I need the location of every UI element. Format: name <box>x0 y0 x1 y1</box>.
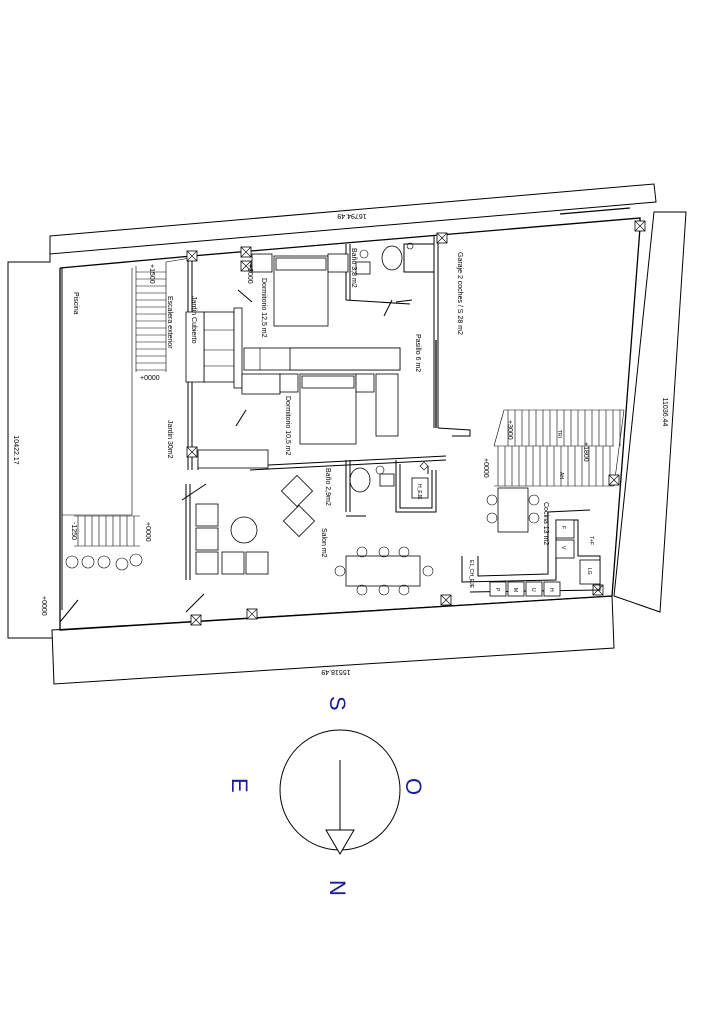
label-f: F <box>560 526 566 529</box>
level-1800: +1800 <box>582 442 589 462</box>
label-v: V <box>560 546 566 550</box>
room-jardin-cubierto: Jardin Cubierto <box>190 296 197 344</box>
pool <box>62 268 133 516</box>
column-cross <box>436 232 448 244</box>
level-3000-b: +3000 <box>506 420 513 440</box>
label-tf: T+F <box>588 536 594 545</box>
label-tri: TRI <box>556 430 562 438</box>
compass-arrow-icon <box>325 829 355 855</box>
column-cross <box>634 220 646 232</box>
dim-right: 11036.44 <box>661 398 668 427</box>
room-bano-2: Baño 2,9m2 <box>324 468 331 506</box>
doors <box>59 289 429 623</box>
level-1500: +1500 <box>148 264 155 284</box>
column-cross <box>186 446 198 458</box>
level-3000-a: +3000 <box>246 264 253 284</box>
room-piscina: Piscina <box>72 292 79 315</box>
compass-n: N <box>325 880 350 896</box>
dim-bottom: 15518.49 <box>321 668 350 675</box>
stair-rail <box>613 409 625 487</box>
compass: S O E N <box>227 696 426 896</box>
room-jardin: Jardin 30m2 <box>166 420 173 459</box>
label-lg: LG <box>586 568 592 575</box>
room-garaje: Garaje 2 coches / S 28 m2 <box>456 252 463 335</box>
column-cross <box>190 614 202 626</box>
label-u: U <box>530 588 536 592</box>
dim-left: 10422.17 <box>12 435 19 464</box>
room-bano-1: Baño 3,8 m2 <box>350 248 357 288</box>
exterior-stairs <box>135 257 191 372</box>
compass-s: S <box>325 696 350 711</box>
room-dormitorio-2: Dormitorio 10,5 m2 <box>284 396 291 456</box>
room-cocina: Cocina 13 m2 <box>542 502 549 545</box>
label-h: H <box>548 588 554 592</box>
kitchen-counters <box>411 477 601 597</box>
compass-o: O <box>401 778 426 795</box>
column-cross <box>240 260 252 272</box>
furniture <box>65 242 540 596</box>
column-cross <box>240 246 252 258</box>
room-labels: Piscina Escalera exterior Jardin Cubiert… <box>72 248 549 558</box>
appliance-labels: H_EJE TRI AH F V T+F LG E1_CH_EJE P M U … <box>416 430 594 592</box>
columns <box>186 220 646 626</box>
column-cross <box>440 594 452 606</box>
level-0000-c: +0000 <box>40 596 47 616</box>
room-dormitorio-1: Dormitorio 12,5 m2 <box>260 278 267 338</box>
column-cross <box>186 250 198 262</box>
room-salon: Salon m2 <box>320 528 327 558</box>
pool-stairs <box>74 515 140 547</box>
level-0000-b: +0000 <box>144 522 151 542</box>
room-escalera: Escalera exterior <box>166 296 173 349</box>
label-ah: AH <box>558 472 564 479</box>
label-p: P <box>494 588 500 592</box>
stair-rail <box>165 257 191 263</box>
dimension-labels: 16794.49 15518.49 10422.17 11036.44 <box>12 212 668 675</box>
garage-stairs <box>493 409 625 487</box>
column-cross <box>608 474 620 486</box>
column-cross <box>246 608 258 620</box>
stair-rail <box>493 409 505 447</box>
level-0000-d: +0000 <box>482 458 489 478</box>
label-m: M <box>512 588 518 592</box>
label-h-eje: H_EJE <box>416 484 422 500</box>
level-1250: -1250 <box>70 522 77 540</box>
room-pasillo: Pasillo 6 m2 <box>414 334 421 372</box>
level-labels: +1500 +0000 +3000 -1250 +0000 +0000 +300… <box>40 264 589 616</box>
dim-top: 16794.49 <box>337 212 366 219</box>
level-0000-a: +0000 <box>140 375 160 382</box>
label-e-ch: E1_CH_EJE <box>468 560 474 589</box>
compass-e: E <box>227 778 252 793</box>
